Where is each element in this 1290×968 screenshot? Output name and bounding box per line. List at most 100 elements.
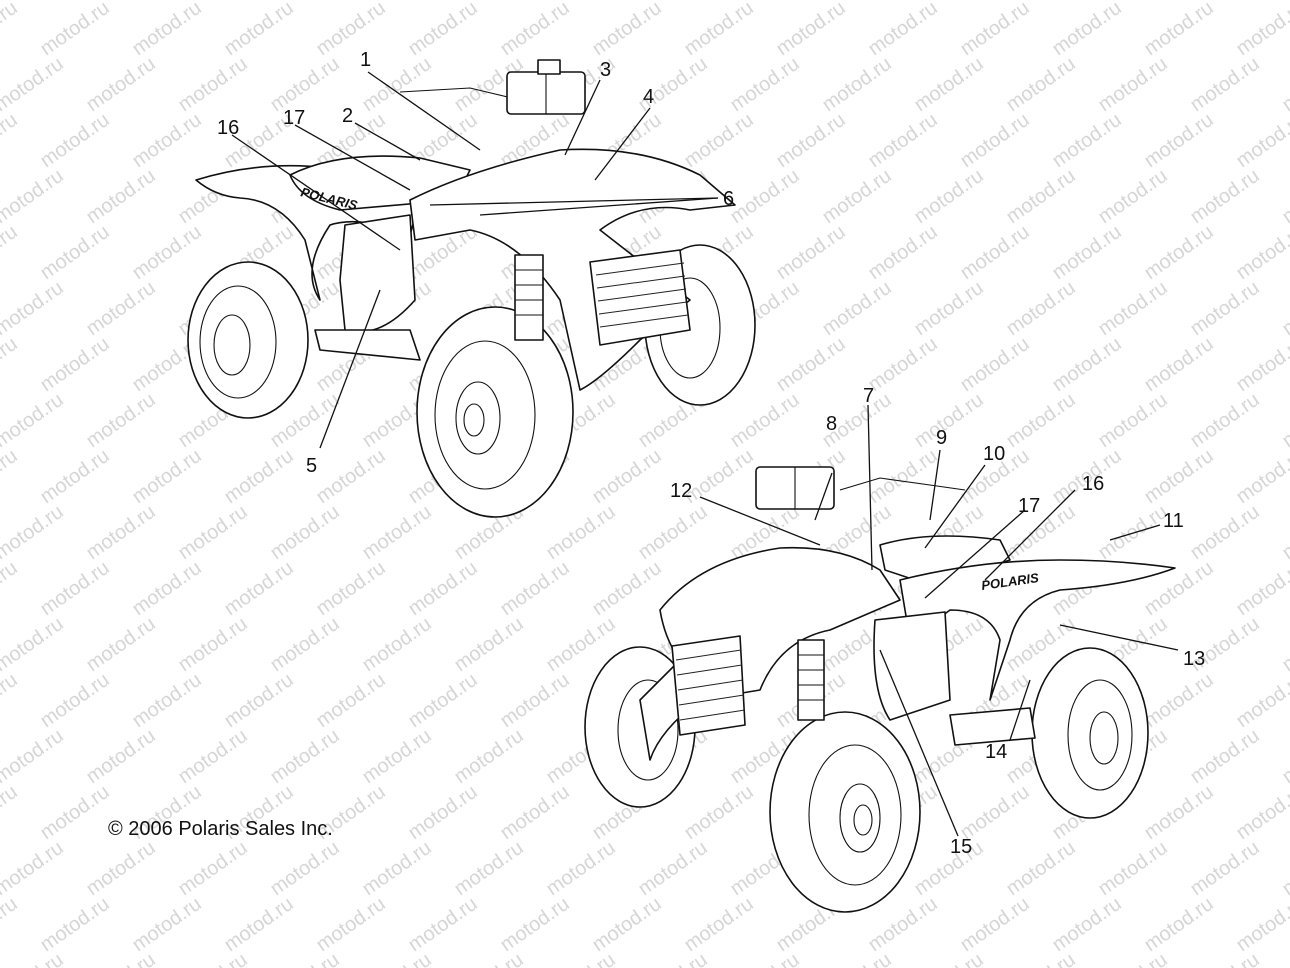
watermark-text: motod.ru	[450, 613, 527, 676]
watermark-text: motod.ru	[82, 613, 159, 676]
watermark-text: motod.ru	[1278, 613, 1290, 676]
watermark-text: motod.ru	[450, 837, 527, 900]
atv2-front-fender	[639, 546, 901, 761]
watermark-text: motod.ru	[0, 165, 68, 228]
watermark-text: motod.ru	[1140, 0, 1217, 60]
watermark-text: motod.ru	[496, 669, 573, 732]
watermark-text: motod.ru	[1094, 277, 1171, 340]
watermark-text: motod.ru	[36, 0, 113, 60]
watermark-text: motod.ru	[634, 949, 711, 968]
watermark-text: motod.ru	[1232, 781, 1290, 844]
callout-14: 14	[985, 741, 1007, 763]
atv2-shock-absorber	[797, 639, 825, 721]
callout-2: 2	[342, 105, 353, 127]
watermark-text: motod.ru	[1094, 53, 1171, 116]
watermark-text: motod.ru	[36, 109, 113, 172]
watermark-text: motod.ru	[36, 333, 113, 396]
watermark-text: motod.ru	[910, 389, 987, 452]
atv2-rear-wheel	[1031, 647, 1149, 819]
watermark-text: motod.ru	[82, 949, 159, 968]
watermark-text: motod.ru	[1048, 221, 1125, 284]
watermark-text: motod.ru	[0, 949, 68, 968]
copyright-notice: © 2006 Polaris Sales Inc.	[108, 818, 333, 840]
watermark-text: motod.ru	[1094, 501, 1171, 564]
watermark-text: motod.ru	[36, 893, 113, 956]
callout-15: 15	[950, 836, 972, 858]
watermark-text: motod.ru	[0, 837, 68, 900]
watermark-text: motod.ru	[910, 277, 987, 340]
watermark-text: motod.ru	[910, 949, 987, 968]
watermark-text: motod.ru	[1232, 445, 1290, 508]
watermark-text: motod.ru	[358, 725, 435, 788]
atv1-shock-absorber	[514, 254, 544, 341]
watermark-text: motod.ru	[772, 0, 849, 60]
watermark-text: motod.ru	[82, 277, 159, 340]
watermark-text: motod.ru	[726, 389, 803, 452]
watermark-text: motod.ru	[1002, 277, 1079, 340]
watermark-text: motod.ru	[1048, 109, 1125, 172]
watermark-text: motod.ru	[82, 53, 159, 116]
watermark-text: motod.ru	[910, 165, 987, 228]
watermark-text: motod.ru	[0, 0, 22, 60]
callout-5: 5	[306, 455, 317, 477]
watermark-text: motod.ru	[82, 725, 159, 788]
atv1-grille	[589, 249, 691, 346]
callout-12: 12	[670, 480, 692, 502]
watermark-text: motod.ru	[358, 949, 435, 968]
watermark-text: motod.ru	[312, 557, 389, 620]
atv-lower-illustration: POLARIS	[584, 466, 1176, 913]
watermark-text: motod.ru	[0, 781, 22, 844]
watermark-text: motod.ru	[772, 221, 849, 284]
watermark-text: motod.ru	[1232, 333, 1290, 396]
callout-7: 7	[863, 385, 874, 407]
callout-4: 4	[643, 86, 654, 108]
watermark-text: motod.ru	[1140, 221, 1217, 284]
watermark-text: motod.ru	[496, 0, 573, 60]
callout-9: 9	[936, 427, 947, 449]
watermark-text: motod.ru	[404, 0, 481, 60]
watermark-text: motod.ru	[128, 0, 205, 60]
watermark-text: motod.ru	[174, 613, 251, 676]
watermark-text: motod.ru	[0, 221, 22, 284]
watermark-text: motod.ru	[910, 53, 987, 116]
watermark-text: motod.ru	[220, 0, 297, 60]
watermark-text: motod.ru	[174, 725, 251, 788]
watermark-text: motod.ru	[1232, 0, 1290, 60]
watermark-text: motod.ru	[1186, 165, 1263, 228]
watermark-text: motod.ru	[1140, 781, 1217, 844]
watermark-text: motod.ru	[0, 389, 68, 452]
watermark-text: motod.ru	[956, 893, 1033, 956]
watermark-text: motod.ru	[542, 837, 619, 900]
watermark-text: motod.ru	[588, 557, 665, 620]
watermark-text: motod.ru	[864, 445, 941, 508]
leader-lines	[231, 71, 1179, 837]
watermark-text: motod.ru	[1048, 0, 1125, 60]
watermark-text: motod.ru	[82, 837, 159, 900]
watermark-text: motod.ru	[818, 165, 895, 228]
watermark-text: motod.ru	[956, 221, 1033, 284]
callout-17-lower: 17	[1018, 495, 1040, 517]
watermark-text: motod.ru	[1140, 445, 1217, 508]
watermark-text: motod.ru	[1278, 949, 1290, 968]
watermark-text: motod.ru	[772, 109, 849, 172]
watermark-text: motod.ru	[404, 893, 481, 956]
watermark-text: motod.ru	[956, 781, 1033, 844]
callout-labels: 1 2 3 4 5 6 16 17 7 8 9 10 11 12 13 14 1…	[217, 49, 1205, 858]
watermark-text: motod.ru	[0, 53, 68, 116]
watermark-text: motod.ru	[1094, 949, 1171, 968]
watermark-text: motod.ru	[1186, 837, 1263, 900]
watermark-text: motod.ru	[588, 445, 665, 508]
watermark-text: motod.ru	[0, 333, 22, 396]
watermark-text: motod.ru	[864, 109, 941, 172]
watermark-text: motod.ru	[496, 557, 573, 620]
watermark-text: motod.ru	[312, 0, 389, 60]
watermark-text: motod.ru	[450, 949, 527, 968]
watermark-text: motod.ru	[36, 669, 113, 732]
watermark-text: motod.ru	[358, 837, 435, 900]
watermark-text: motod.ru	[634, 837, 711, 900]
watermark-text: motod.ru	[0, 893, 22, 956]
watermark-text: motod.ru	[266, 501, 343, 564]
watermark-text: motod.ru	[588, 893, 665, 956]
watermark-text: motod.ru	[358, 501, 435, 564]
watermark-text: motod.ru	[220, 557, 297, 620]
